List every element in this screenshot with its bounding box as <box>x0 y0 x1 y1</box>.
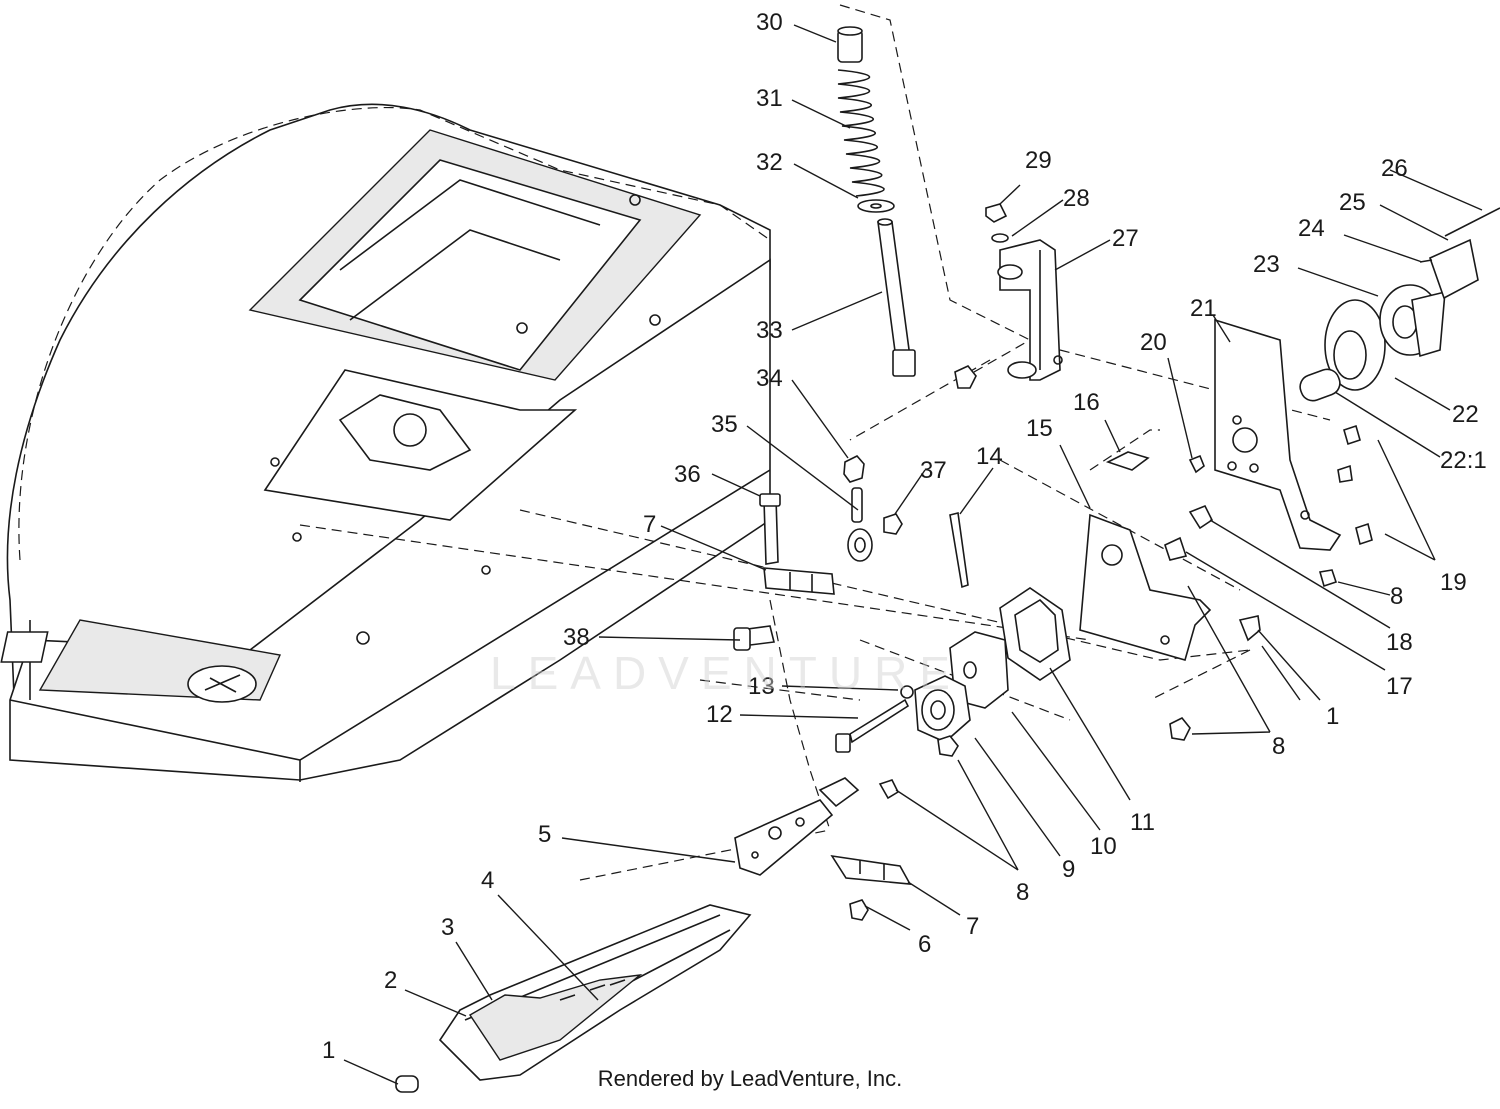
callout-22-1: 22:1 <box>1440 447 1487 474</box>
callout-15: 15 <box>1026 415 1053 442</box>
callout-24: 24 <box>1298 215 1325 242</box>
callout-numbers: 30 31 32 33 34 35 36 37 38 29 28 27 26 2… <box>322 9 1487 1064</box>
callout-19: 19 <box>1440 569 1467 596</box>
watermark: LEADVENTURE <box>490 647 962 699</box>
callout-7-lower: 7 <box>966 913 979 940</box>
callout-17: 17 <box>1386 673 1413 700</box>
spring <box>837 69 885 197</box>
callout-8-center: 8 <box>1016 879 1029 906</box>
callout-11: 11 <box>1130 809 1155 836</box>
callout-23: 23 <box>1253 251 1280 278</box>
callout-5: 5 <box>538 821 551 848</box>
callout-32: 32 <box>756 149 783 176</box>
callout-18: 18 <box>1386 629 1413 656</box>
callout-12: 12 <box>706 701 733 728</box>
callout-38: 38 <box>563 624 590 651</box>
leader-lines <box>343 24 1483 1085</box>
callout-34: 34 <box>756 365 783 392</box>
mount-plates <box>835 451 1212 757</box>
footer-credit: Rendered by LeadVenture, Inc. <box>597 1066 903 1091</box>
callout-6: 6 <box>918 931 931 958</box>
callout-10: 10 <box>1090 833 1117 860</box>
callout-30: 30 <box>756 9 783 36</box>
callout-1-right: 1 <box>1326 703 1339 730</box>
callout-21: 21 <box>1190 295 1217 322</box>
callout-29: 29 <box>1025 147 1052 174</box>
callout-2: 2 <box>384 967 397 994</box>
callout-25: 25 <box>1339 189 1366 216</box>
callout-7-upper: 7 <box>643 511 656 538</box>
callout-33: 33 <box>756 317 783 344</box>
callout-1-left: 1 <box>322 1037 335 1064</box>
center-linkage <box>733 455 969 651</box>
frame-deck <box>0 103 771 782</box>
spring-stack <box>837 26 916 377</box>
callout-3: 3 <box>441 914 454 941</box>
callout-8-lower-right: 8 <box>1272 733 1285 760</box>
right-bracket-assembly <box>1164 207 1500 741</box>
callout-14: 14 <box>976 443 1003 470</box>
callout-36: 36 <box>674 461 701 488</box>
callout-8-right: 8 <box>1390 583 1403 610</box>
callout-4: 4 <box>481 867 494 894</box>
foot-pedal <box>395 904 752 1093</box>
callout-28: 28 <box>1063 185 1090 212</box>
callout-37: 37 <box>920 457 947 484</box>
callout-9: 9 <box>1062 856 1075 883</box>
callout-31: 31 <box>756 85 783 112</box>
callout-26: 26 <box>1381 155 1408 182</box>
callout-27: 27 <box>1112 225 1139 252</box>
callout-22: 22 <box>1452 401 1479 428</box>
pedal-arm <box>734 777 912 921</box>
callout-20: 20 <box>1140 329 1167 356</box>
assembly-lines <box>299 4 1331 881</box>
callout-13: 13 <box>748 673 775 700</box>
bracket-27 <box>954 203 1063 389</box>
callout-16: 16 <box>1073 389 1100 416</box>
callout-35: 35 <box>711 411 738 438</box>
